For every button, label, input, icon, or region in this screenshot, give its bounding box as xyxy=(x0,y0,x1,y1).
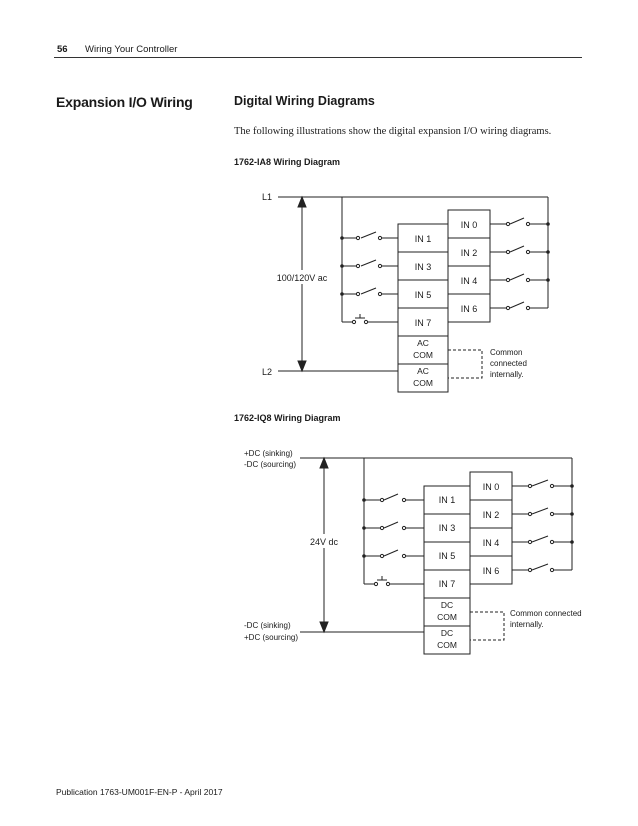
d1-terminal-in0: IN 0 xyxy=(461,220,478,230)
page-number: 56 xyxy=(57,44,68,55)
d1-com-bottom-line1: AC xyxy=(417,366,429,376)
d2-terminal-in6: IN 6 xyxy=(483,566,500,576)
d2-com-bottom-line1: DC xyxy=(441,628,453,638)
d1-right-switches xyxy=(490,217,548,311)
d2-com-bottom-line2: COM xyxy=(437,640,457,650)
d2-top-label-1: +DC (sinking) xyxy=(244,449,293,458)
d1-common-bracket xyxy=(448,349,483,379)
d1-terminal-in4: IN 4 xyxy=(461,276,478,286)
d1-terminal-in5: IN 5 xyxy=(415,290,432,300)
d1-arrow-head-bottom xyxy=(297,360,307,373)
d2-com-top-line1: DC xyxy=(441,600,453,610)
d1-left-switches xyxy=(342,231,398,325)
d1-arrow-head-top xyxy=(297,195,307,208)
d2-right-switches xyxy=(512,479,572,573)
d1-note-line3: internally. xyxy=(490,370,524,379)
section-title: Digital Wiring Diagrams xyxy=(234,94,375,108)
diagram2-title: 1762-IQ8 Wiring Diagram xyxy=(234,413,341,423)
d1-com-top-line1: AC xyxy=(417,338,429,348)
diagram-1762-iq8: +DC (sinking) -DC (sourcing) -DC (sinkin… xyxy=(244,449,582,655)
running-header-title: Wiring Your Controller xyxy=(85,44,178,55)
publication-footer: Publication 1763-UM001F-EN-P - April 201… xyxy=(56,787,223,797)
d2-terminal-in4: IN 4 xyxy=(483,538,500,548)
header-rule xyxy=(54,57,582,58)
d2-terminal-in3: IN 3 xyxy=(439,523,456,533)
d1-voltage-label: 100/120V ac xyxy=(277,273,328,283)
d1-com-top-line2: COM xyxy=(413,350,433,360)
d2-terminal-in0: IN 0 xyxy=(483,482,500,492)
d1-com-bottom-line2: COM xyxy=(413,378,433,388)
d1-line-bottom-label: L2 xyxy=(262,367,272,377)
section-intro: The following illustrations show the dig… xyxy=(234,126,552,137)
d2-arrow-head-top xyxy=(319,456,329,469)
d2-voltage-label: 24V dc xyxy=(310,537,339,547)
d1-note-line1: Common xyxy=(490,348,522,357)
d2-terminal-in5: IN 5 xyxy=(439,551,456,561)
d1-terminal-in7: IN 7 xyxy=(415,318,432,328)
d1-terminal-in3: IN 3 xyxy=(415,262,432,272)
d2-bottom-label-1: -DC (sinking) xyxy=(244,621,291,630)
d1-terminal-in2: IN 2 xyxy=(461,248,478,258)
d1-terminal-in1: IN 1 xyxy=(415,234,432,244)
d2-com-top-line2: COM xyxy=(437,612,457,622)
d1-note-line2: connected xyxy=(490,359,527,368)
d1-terminal-in6: IN 6 xyxy=(461,304,478,314)
d2-top-label-2: -DC (sourcing) xyxy=(244,460,296,469)
d2-bottom-label-2: +DC (sourcing) xyxy=(244,633,298,642)
diagram1-title: 1762-IA8 Wiring Diagram xyxy=(234,157,340,167)
d2-arrow-head-bottom xyxy=(319,621,329,634)
d2-terminal-in7: IN 7 xyxy=(439,579,456,589)
d2-note-line1: Common connected xyxy=(510,609,582,618)
d1-line-top-label: L1 xyxy=(262,192,272,202)
sidebar-section-title: Expansion I/O Wiring xyxy=(56,94,193,110)
d2-terminal-in2: IN 2 xyxy=(483,510,500,520)
d2-left-switches xyxy=(364,493,424,587)
d2-terminal-in1: IN 1 xyxy=(439,495,456,505)
diagram-1762-ia8: L1 L2 100/120V ac IN 1 IN 3 IN 5 IN 7 IN… xyxy=(262,192,550,393)
d2-common-bracket xyxy=(470,611,505,641)
d2-note-line2: internally. xyxy=(510,620,544,629)
